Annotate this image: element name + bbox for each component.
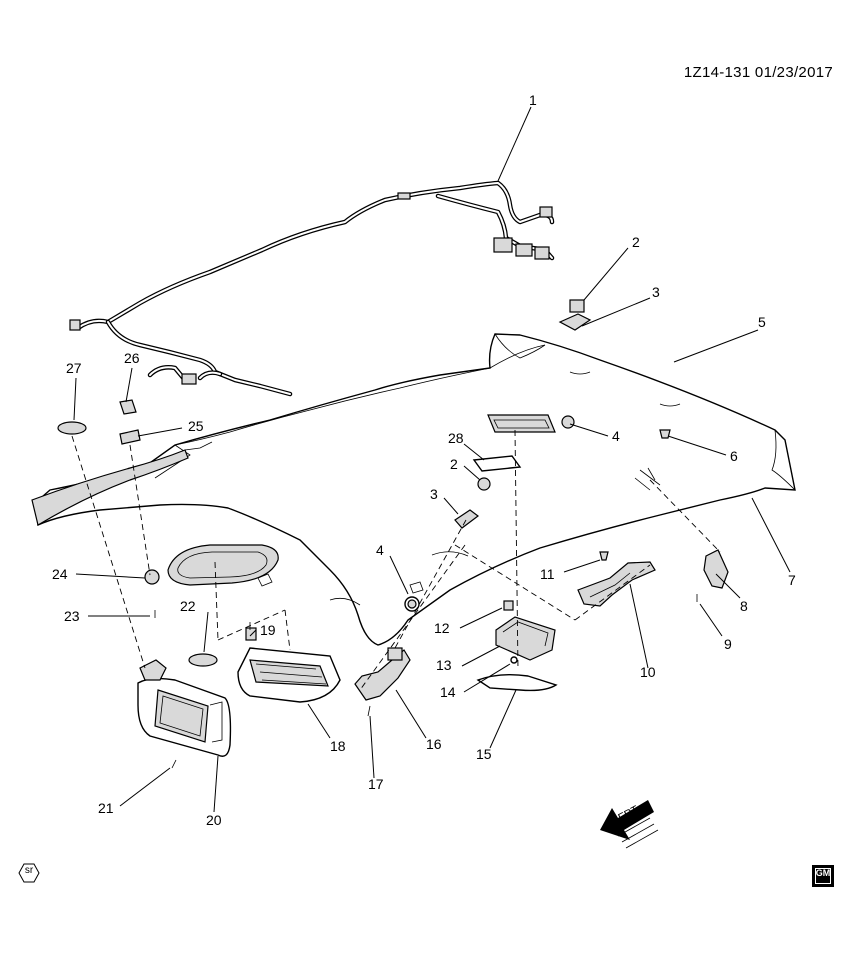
callout-15: 15 — [476, 746, 492, 762]
callout-8: 8 — [740, 598, 748, 614]
leader-lines — [73, 106, 791, 813]
headliner-panel — [34, 333, 796, 646]
callout-9: 9 — [724, 636, 732, 652]
gm-logo-icon — [812, 865, 834, 887]
wiring-harness — [69, 180, 555, 397]
callout-1: 1 — [529, 92, 537, 108]
callout-7: 7 — [788, 572, 796, 588]
trim-rail — [31, 441, 213, 526]
callout-19: 19 — [260, 622, 276, 638]
front-arrow — [600, 800, 659, 849]
dome-lamp-housing — [495, 600, 556, 661]
sun-visor — [137, 659, 232, 757]
callout-12: 12 — [434, 620, 450, 636]
overhead-console — [237, 627, 341, 703]
callout-4-lower: 4 — [376, 542, 384, 558]
callout-27: 27 — [66, 360, 82, 376]
gm-logo-text: GM — [815, 868, 831, 878]
callout-5: 5 — [758, 314, 766, 330]
callout-22: 22 — [180, 598, 196, 614]
sr-symbol-icon — [18, 863, 40, 883]
callout-17: 17 — [368, 776, 384, 792]
callout-3-lower: 3 — [430, 486, 438, 502]
callout-3: 3 — [652, 284, 660, 300]
dome-lamp-lens — [476, 673, 558, 692]
callout-2-lower: 2 — [450, 456, 458, 472]
callout-10: 10 — [640, 664, 656, 680]
callout-4: 4 — [612, 428, 620, 444]
callout-20: 20 — [206, 812, 222, 828]
callout-25: 25 — [188, 418, 204, 434]
rear-console-opening — [487, 414, 556, 433]
callout-11: 11 — [540, 566, 555, 582]
rear-bracket — [577, 561, 656, 607]
callout-18: 18 — [330, 738, 346, 754]
callout-14: 14 — [440, 684, 456, 700]
rear-clip — [703, 549, 729, 589]
callout-6: 6 — [730, 448, 738, 464]
callout-23: 23 — [64, 608, 80, 624]
pad — [472, 455, 522, 472]
sr-symbol-label: sr — [24, 865, 34, 876]
callout-28: 28 — [448, 430, 464, 446]
callout-13: 13 — [436, 657, 452, 673]
callout-21: 21 — [98, 800, 114, 816]
callout-24: 24 — [52, 566, 68, 582]
coat-hook-bracket — [354, 647, 411, 701]
callout-26: 26 — [124, 350, 140, 366]
callout-2: 2 — [632, 234, 640, 250]
install-lines — [71, 429, 721, 691]
fasteners — [57, 299, 698, 769]
diagram-code-date: 1Z14-131 01/23/2017 — [683, 64, 833, 81]
callout-16: 16 — [426, 736, 442, 752]
console-opening — [167, 544, 279, 586]
